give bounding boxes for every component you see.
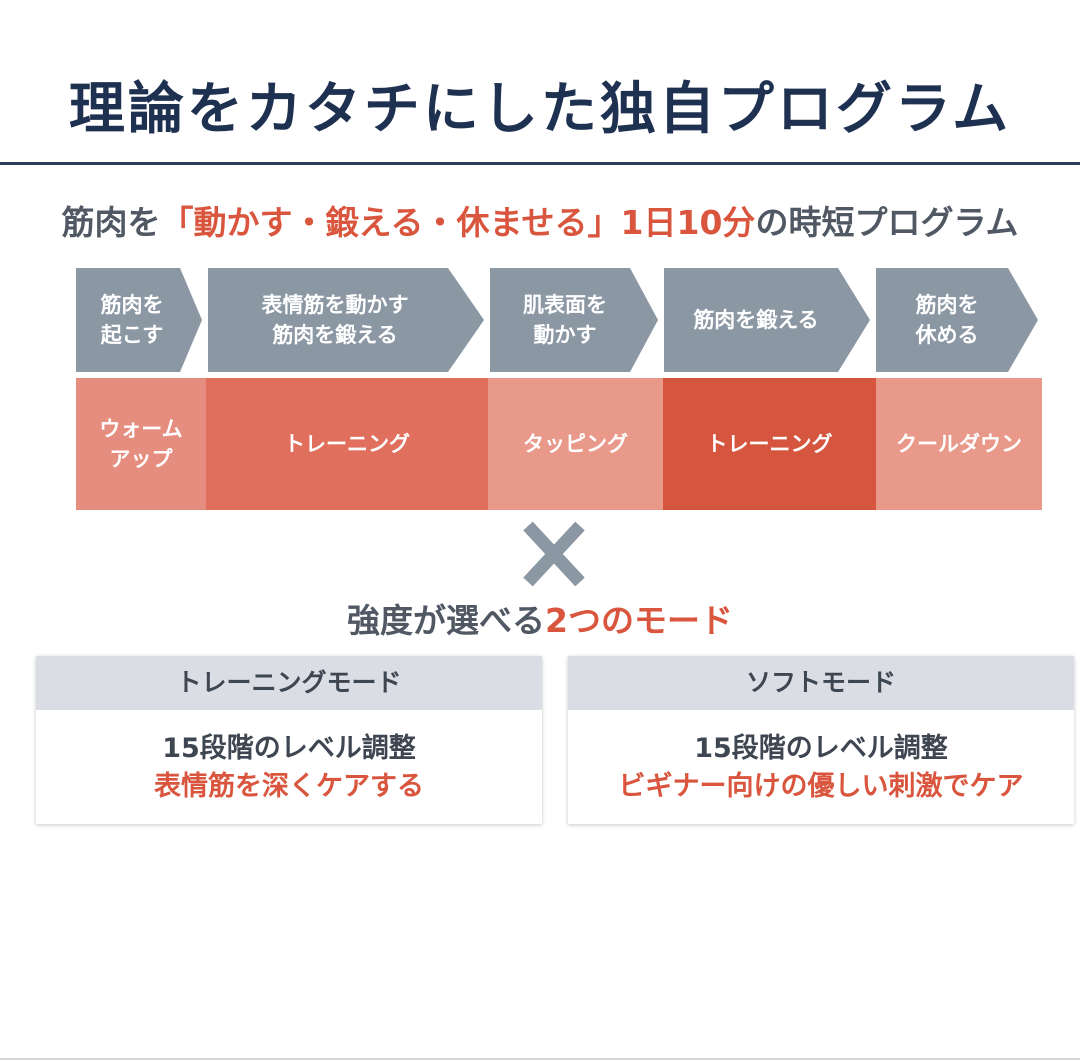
- step-label: 筋肉を 休める: [915, 293, 979, 347]
- phase-label: タッピング: [523, 432, 628, 456]
- phase-block-2: トレーニング: [206, 378, 488, 510]
- step-arrow-4: 筋肉を鍛える: [664, 268, 870, 372]
- step-arrow-1: 筋肉を 起こす: [76, 268, 202, 372]
- phase-block-4: トレーニング: [663, 378, 876, 510]
- step-label: 肌表面を 動かす: [523, 293, 607, 347]
- modes-heading: 強度が選べる2つのモード: [0, 596, 1080, 646]
- phase-block-3: タッピング: [488, 378, 663, 510]
- training-mode-card: トレーニングモード 15段階のレベル調整 表情筋を深くケアする: [36, 656, 542, 824]
- step-arrow-3: 肌表面を 動かす: [490, 268, 658, 372]
- bottom-divider: [0, 1058, 1080, 1060]
- subtitle-highlight: 「動かす・鍛える・休ませる」1日10分: [160, 203, 756, 242]
- step-label: 表情筋を動かす 筋肉を鍛える: [261, 293, 409, 347]
- mode-card-description: 表情筋を深くケアする: [154, 771, 424, 802]
- mode-card-description: ビギナー向けの優しい刺激でケア: [618, 771, 1024, 802]
- mode-card-title: ソフトモード: [568, 656, 1074, 710]
- soft-mode-card: ソフトモード 15段階のレベル調整 ビギナー向けの優しい刺激でケア: [568, 656, 1074, 824]
- mode-card-title: トレーニングモード: [36, 656, 542, 710]
- phase-block-5: クールダウン: [876, 378, 1042, 510]
- modes-heading-highlight: 2つのモード: [545, 601, 733, 640]
- subtitle-before: 筋肉を: [61, 203, 161, 242]
- multiply-cross-icon: [523, 521, 585, 587]
- phase-label: トレーニング: [284, 432, 410, 456]
- step-arrow-5: 筋肉を 休める: [876, 268, 1038, 372]
- phase-label: ウォーム アップ: [99, 417, 183, 471]
- page-title: 理論をカタチにした独自プログラム: [68, 77, 1012, 142]
- mode-card-level: 15段階のレベル調整: [162, 733, 416, 764]
- phase-block-1: ウォーム アップ: [76, 378, 206, 510]
- step-arrow-2: 表情筋を動かす 筋肉を鍛える: [208, 268, 484, 372]
- step-label: 筋肉を 起こす: [100, 293, 164, 347]
- title-divider: [0, 162, 1080, 165]
- phase-label: トレーニング: [706, 432, 833, 456]
- phase-label: クールダウン: [896, 432, 1022, 456]
- program-subtitle: 筋肉を「動かす・鍛える・休ませる」1日10分の時短プログラム: [0, 198, 1080, 248]
- step-label: 筋肉を鍛える: [693, 308, 819, 332]
- modes-heading-before: 強度が選べる: [347, 601, 546, 640]
- mode-card-level: 15段階のレベル調整: [694, 733, 948, 764]
- subtitle-after: の時短プログラム: [755, 203, 1019, 242]
